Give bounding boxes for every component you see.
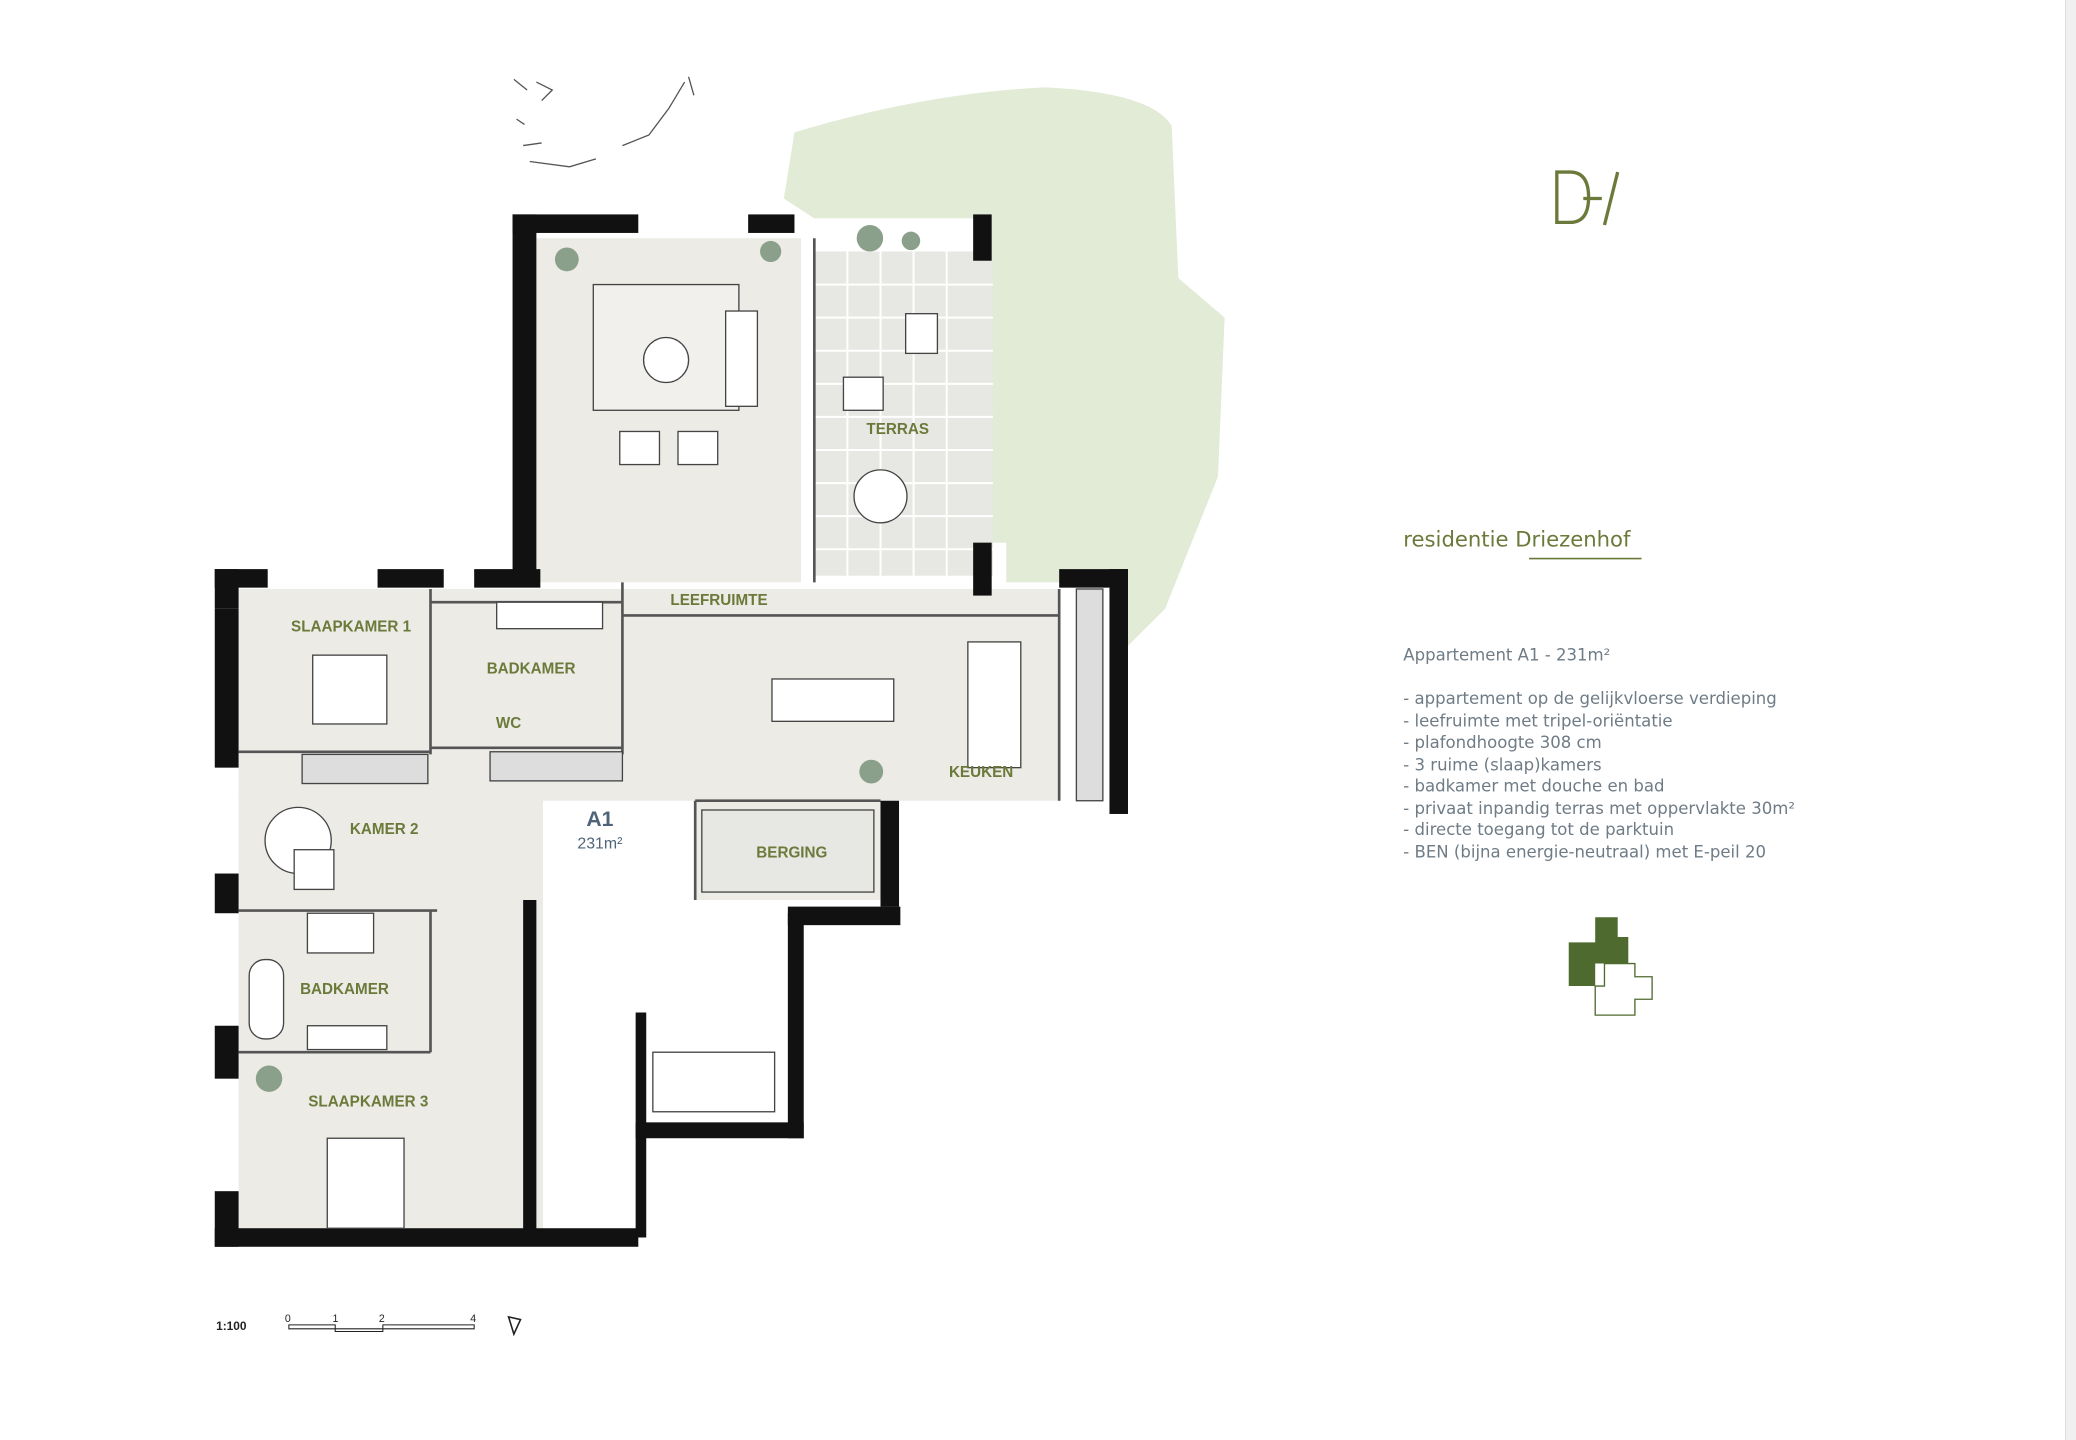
room-label-leefruimte: LEEFRUIMTE bbox=[670, 592, 767, 609]
feature-item: - BEN (bijna energie-neutraal) met E-pei… bbox=[1403, 843, 1766, 862]
room-label-wc: WC bbox=[496, 715, 521, 732]
scale-tick: 0 bbox=[285, 1313, 291, 1325]
unit-area: 231m² bbox=[577, 835, 622, 852]
plant-icons bbox=[255, 225, 921, 1092]
scale-bar: 0 1 2 4 bbox=[285, 1313, 476, 1332]
room-label-terras: TERRAS bbox=[866, 421, 929, 438]
room-label-badkamer-2: BADKAMER bbox=[300, 981, 389, 998]
feature-item: - badkamer met douche en bad bbox=[1403, 776, 1664, 795]
feature-item: - appartement op de gelijkvloerse verdie… bbox=[1403, 689, 1776, 708]
furniture bbox=[248, 283, 1104, 1229]
scale-label: 1:100 bbox=[216, 1319, 247, 1333]
room-label-badkamer-1: BADKAMER bbox=[487, 661, 576, 678]
terras-tiles bbox=[814, 251, 993, 576]
room-label-slaapkamer-3: SLAAPKAMER 3 bbox=[308, 1093, 428, 1110]
feature-item: - directe toegang tot de parktuin bbox=[1403, 820, 1674, 839]
feature-item: - leefruimte met tripel-oriëntatie bbox=[1403, 712, 1672, 731]
apartment-heading: Appartement A1 - 231m² bbox=[1403, 645, 1610, 664]
room-label-keuken: KEUKEN bbox=[949, 764, 1013, 781]
scale-tick: 1 bbox=[333, 1313, 339, 1325]
feature-item: - plafondhoogte 308 cm bbox=[1403, 733, 1601, 752]
project-title: residentie Driezenhof bbox=[1403, 527, 1631, 552]
feature-item: - privaat inpandig terras met oppervlakt… bbox=[1403, 799, 1795, 818]
tree-sketch bbox=[513, 76, 695, 168]
partitions bbox=[238, 238, 1061, 1054]
key-plan-icon bbox=[1568, 917, 1653, 1016]
brand-logo bbox=[1555, 170, 1620, 226]
walls bbox=[214, 214, 1128, 1247]
room-label-kamer-2: KAMER 2 bbox=[350, 821, 419, 838]
feature-list: - appartement op de gelijkvloerse verdie… bbox=[1403, 689, 1795, 862]
feature-item: - 3 ruime (slaap)kamers bbox=[1403, 755, 1601, 774]
unit-label: A1 bbox=[586, 808, 613, 831]
scale-tick: 2 bbox=[379, 1313, 385, 1325]
north-arrow-icon bbox=[507, 1315, 522, 1337]
scale-tick: 4 bbox=[470, 1313, 476, 1325]
room-label-slaapkamer-1: SLAAPKAMER 1 bbox=[291, 618, 412, 635]
scrollbar[interactable] bbox=[2065, 0, 2076, 1440]
room-label-berging: BERGING bbox=[756, 845, 827, 862]
garden-area bbox=[783, 87, 1225, 649]
